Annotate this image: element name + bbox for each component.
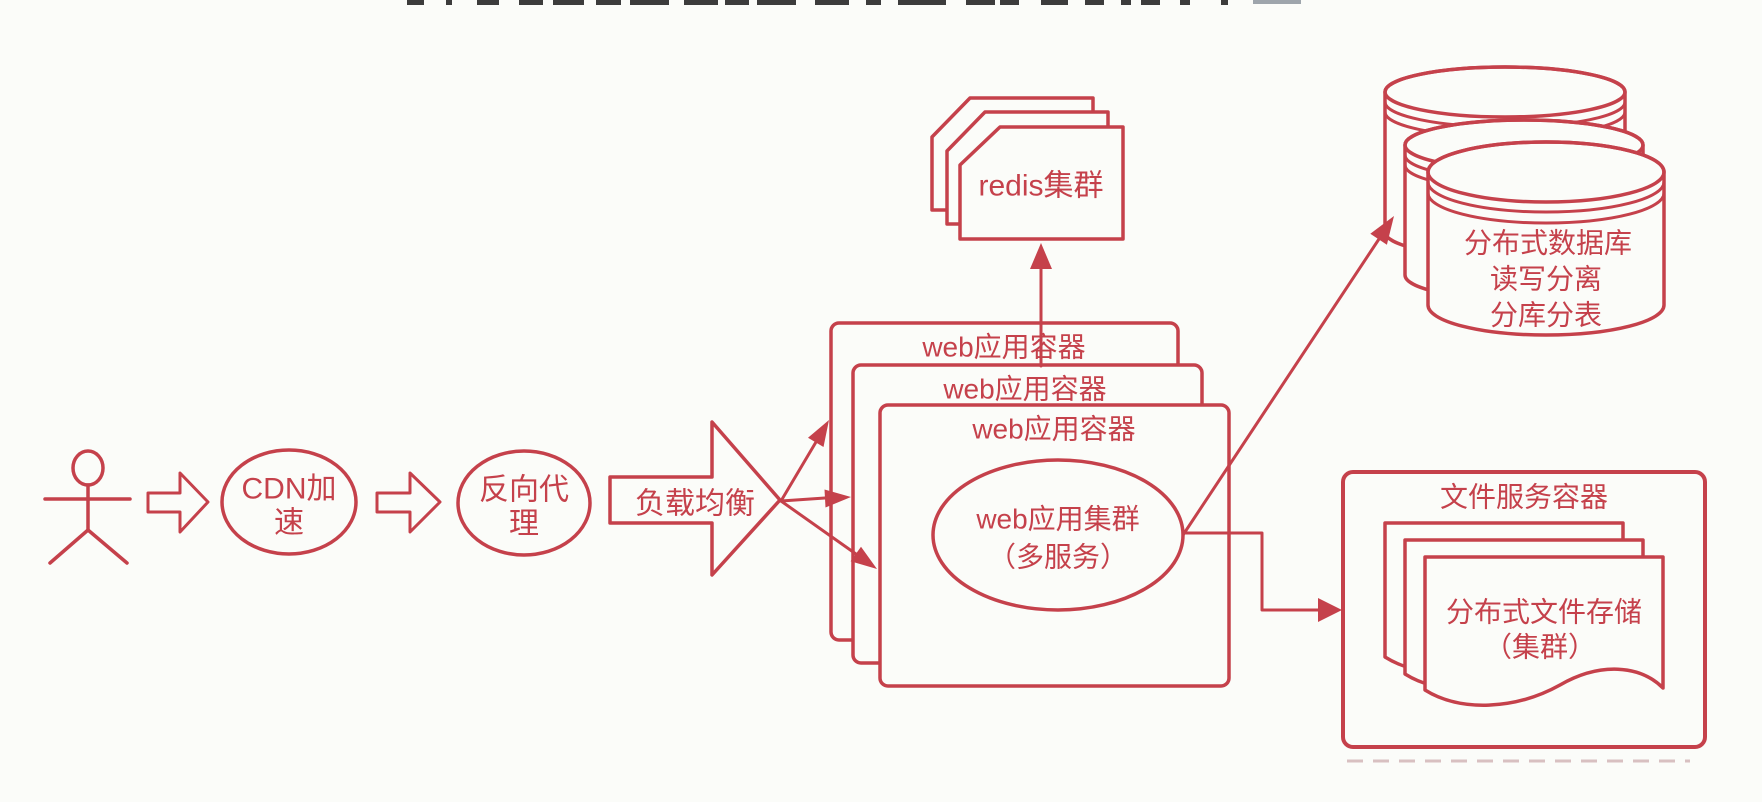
clipped-text-mark [446,0,452,5]
database-label-line2: 读写分离 [1490,264,1602,295]
file-document-front [1423,555,1665,707]
web-container-label-1: web应用容器 [921,332,1085,363]
arrow-web-to-redis [1030,243,1052,368]
clipped-text-mark [630,0,669,5]
cdn-label-line1: CDN加 [242,473,337,506]
clipped-text-mark [553,0,584,5]
clipped-text-mark [1000,0,1019,5]
top-clipped-text-remnants [407,0,1301,5]
cdn-label-line2: 速 [274,507,304,540]
clipped-text-mark [1141,0,1160,5]
web-container-stack: web应用容器 web应用容器 web应用容器 web应用集群 （多服务） [829,321,1231,688]
clipped-text-mark [725,0,749,5]
reverse-proxy-node: 反向代 理 [456,449,592,557]
file-storage-label-line1: 分布式文件存储 [1446,597,1642,628]
cdn-node: CDN加 速 [220,448,358,556]
redis-label: redis集群 [978,170,1103,203]
clipped-text-mark [1121,0,1131,5]
clipped-text-mark [866,0,881,5]
clipped-text-mark [407,0,424,5]
clipped-text-mark [815,0,849,5]
web-container-label-3: web应用容器 [971,414,1135,445]
flow-arrow-user-to-cdn [146,471,210,534]
clipped-text-mark [1221,0,1228,5]
clipped-text-mark [898,0,946,5]
clipped-text-mark [596,0,621,5]
clipped-text-mark [519,0,543,5]
redis-card-front [958,125,1125,241]
database-label-line3: 分库分表 [1490,300,1602,331]
clipped-text-mark [477,0,499,5]
arrow-web-to-database [1181,216,1394,537]
clipped-text-mark [966,0,995,5]
arrow-web-to-file-service [1181,531,1342,622]
file-service-title: 文件服务容器 [1440,482,1608,513]
web-cluster-label-line1: web应用集群 [975,504,1139,535]
file-service-node: 文件服务容器 分布式文件存储 （集群） [1341,470,1707,749]
file-storage-label-line2: （集群） [1484,632,1596,663]
web-container-label-2: web应用容器 [942,374,1106,405]
clipped-text-mark [1085,0,1104,5]
db-cylinder-front [1426,140,1666,337]
clipped-text-mark [1041,0,1068,5]
load-balancer-label: 负载均衡 [635,488,755,521]
reverse-proxy-label-line1: 反向代 [479,474,569,507]
load-balancer-fanout-arrows [779,420,877,569]
web-cluster-ellipse [931,458,1185,612]
clipped-text-mark [757,0,796,5]
flow-arrow-cdn-to-proxy [375,471,442,534]
web-cluster-label-line2: （多服务） [988,542,1128,573]
load-balancer-arrow: 负载均衡 [608,420,782,577]
clipped-text-mark [684,0,718,5]
database-cluster-node: 分布式数据库 读写分离 分库分表 [1383,65,1666,337]
clipped-text-mark-light [1253,0,1301,4]
reverse-proxy-label-line2: 理 [509,508,539,541]
redis-cluster-node: redis集群 [930,96,1125,241]
clipped-text-mark [1180,0,1190,5]
database-label-line1: 分布式数据库 [1464,228,1632,259]
user-actor-icon [43,449,132,565]
